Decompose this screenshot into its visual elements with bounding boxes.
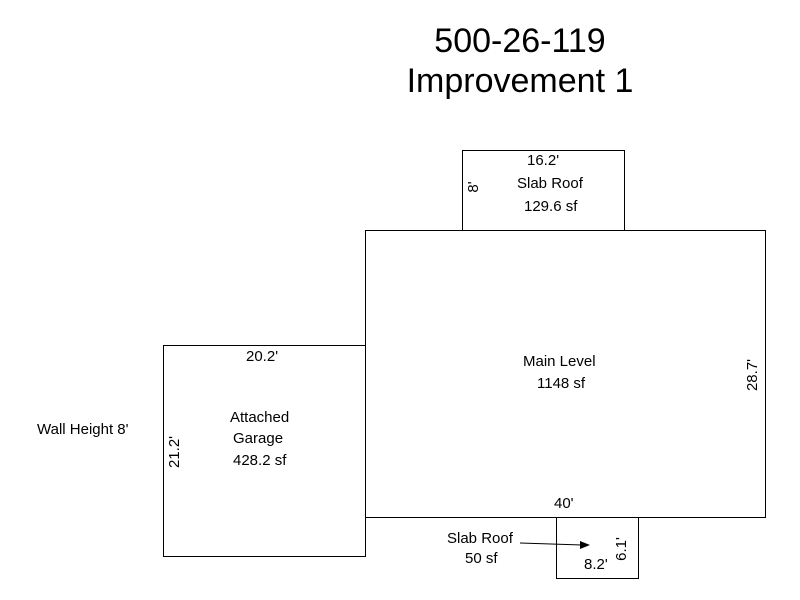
attached-garage-area-label: 428.2 sf — [233, 452, 287, 469]
parcel-number-title: 500-26-119 — [434, 22, 606, 60]
attached-garage-width-label: 20.2' — [246, 348, 279, 365]
slab-roof-top-name-label: Slab Roof — [517, 175, 583, 192]
slab-roof-top-width-label: 16.2' — [527, 152, 560, 169]
main-level-name-label: Main Level — [523, 353, 596, 370]
attached-garage-name-line2: Garage — [233, 430, 284, 447]
wall-height-note: Wall Height 8' — [37, 421, 129, 438]
slab-roof-bottom-area-label: 50 sf — [465, 550, 498, 567]
attached-garage-outline — [163, 345, 366, 557]
leader-arrowhead — [580, 541, 590, 549]
slab-roof-top-area-label: 129.6 sf — [524, 198, 578, 215]
attached-garage-name-line1: Attached — [230, 409, 290, 426]
main-level-width-label: 40' — [554, 495, 574, 512]
improvement-title: Improvement 1 — [406, 62, 634, 100]
slab-roof-bottom-width-label: 8.2' — [584, 556, 608, 573]
slab-roof-bottom-name-label: Slab Roof — [447, 530, 513, 547]
slab-roof-bottom-outline — [556, 517, 639, 579]
main-level-area-label: 1148 sf — [537, 375, 586, 392]
leader-line — [519, 542, 583, 546]
